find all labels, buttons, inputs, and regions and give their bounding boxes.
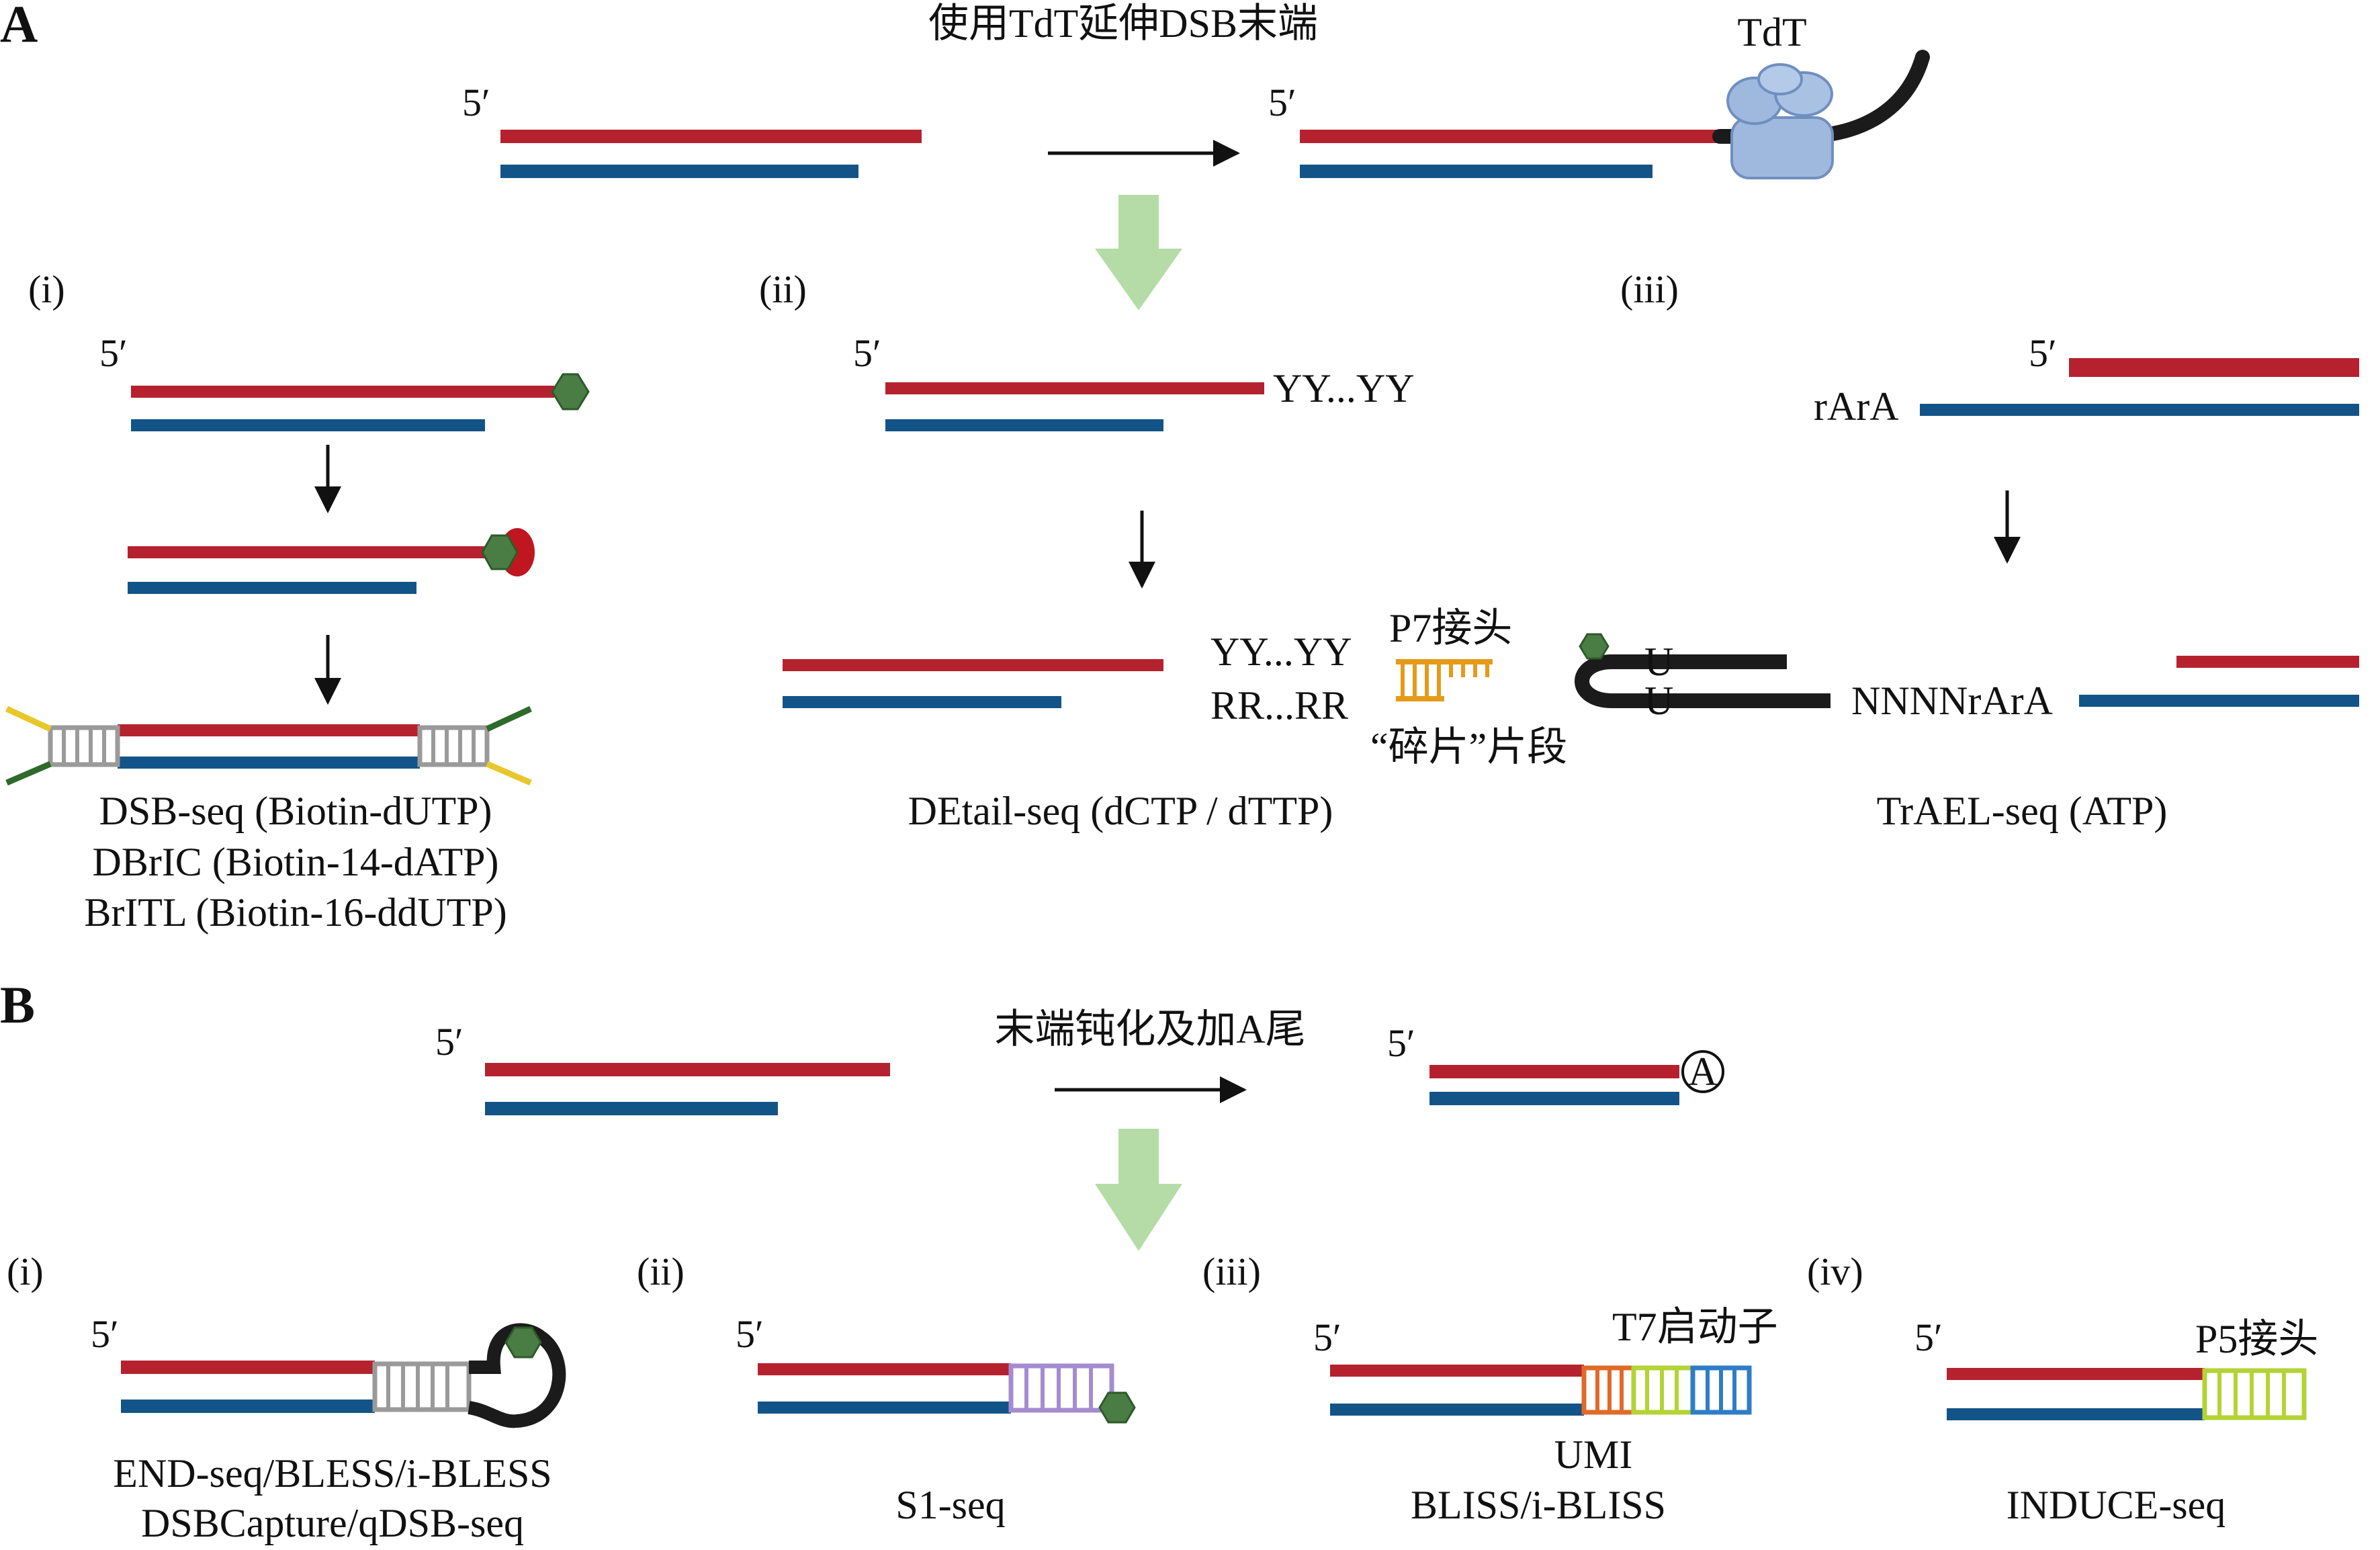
t7-blue-segment [1690,1365,1752,1415]
t7-adapter-segment [1631,1365,1695,1415]
five-prime-label: 5′ [435,1020,464,1064]
b-sub-ii-caption: S1-seq [895,1483,1005,1527]
p5-adapter-label: P5接头 [2195,1317,2318,1361]
adapter-ligated-fragment [5,705,532,786]
a-sub-ii-label: (ii) [759,267,807,311]
five-prime-label: 5′ [736,1312,764,1356]
b-sub-iii-caption: BLISS/i-BLISS [1411,1483,1666,1527]
trael-hairpin-adapter: U U [1575,633,1831,723]
five-prime-label: 5′ [853,331,881,375]
five-prime-label: 5′ [99,331,128,375]
a-sub-ii-caption: DEtail-seq (dCTP / dTTP) [908,789,1333,833]
panel-b-input-dsb: 5′ [435,1020,890,1115]
rara-label: rArA [1814,384,1899,429]
b-sub-iii-label: (iii) [1202,1250,1261,1293]
five-prime-label: 5′ [91,1312,119,1356]
b-sub-iv-caption: INDUCE-seq [2007,1483,2226,1527]
bliss-adapter [1581,1365,1752,1415]
u-top-label: U [1644,640,1673,684]
biotin-icon [551,373,590,411]
biotin-icon [481,534,519,570]
five-prime-label: 5′ [462,81,490,124]
hairpin-adapter [1575,654,1831,708]
a-sub-i-caption-2: DBrIC (Biotin-14-dATP) [93,840,499,884]
panel-a-input-dsb: 5′ [462,81,922,178]
fragment-label: “碎片”片段 [1370,725,1567,769]
tail-label: YY...YY [1273,366,1415,411]
panel-b-title: 末端钝化及加A尾 [994,1007,1305,1051]
a-tailed-dsb: 5′ A [1387,1021,1724,1105]
big-down-arrow-icon [1095,195,1182,310]
rr-label: RR...RR [1210,683,1348,728]
u-bottom-label: U [1644,679,1673,723]
umi-adapter-segment [1581,1365,1636,1415]
a-sub-i-caption-3: BrITL (Biotin-16-ddUTP) [84,890,506,935]
a-sub-iii-label: (iii) [1620,267,1679,311]
a-tail-icon [1681,1050,1724,1093]
five-prime-label: 5′ [2029,331,2057,375]
panel-a-title: 使用TdT延伸DSB末端 [928,1,1318,46]
left-adapter [5,705,120,786]
biotin-icon [1579,633,1610,660]
panel-b-label: B [0,976,35,1034]
p5-adapter [2202,1368,2307,1420]
t7-promoter-label: T7启动子 [1612,1305,1778,1349]
tdt-enzyme-icon [1726,63,1834,179]
five-prime-label: 5′ [1268,81,1296,124]
yy-label: YY...YY [1210,630,1352,674]
tdt-extended-dsb: 5′ TdT [1268,10,1930,179]
b-sub-iv-label: (iv) [1807,1250,1863,1293]
nnnn-label: NNNNrArA [1851,679,2053,723]
a-sub-iii-caption: TrAEL-seq (ATP) [1877,789,2168,833]
panel-a-label: A [0,0,38,53]
biotin-icon [1098,1391,1136,1424]
biotin-icon [504,1326,542,1359]
five-prime-label: 5′ [1914,1316,1943,1359]
a-tail-label: A [1688,1049,1717,1094]
b-sub-i-caption-2: DSBCapture/qDSB-seq [141,1501,524,1545]
tdt-label: TdT [1737,10,1806,54]
hairpin-adapter [372,1323,566,1428]
a-sub-i-caption-1: DSB-seq (Biotin-dUTP) [99,789,492,833]
five-prime-label: 5′ [1313,1316,1341,1359]
a-sub-i-label: (i) [28,267,65,311]
b-sub-i-caption-1: END-seq/BLESS/i-BLESS [113,1451,552,1496]
p7-adapter [1396,659,1493,701]
b-sub-ii-label: (ii) [637,1250,685,1293]
p7-adapter-label: P7接头 [1389,606,1512,650]
five-prime-label: 5′ [1387,1021,1415,1065]
right-adapter [417,705,532,786]
b-sub-i-label: (i) [7,1250,44,1293]
s1-adapter [1008,1363,1114,1413]
big-down-arrow-icon [1095,1129,1182,1251]
umi-label: UMI [1554,1432,1633,1477]
